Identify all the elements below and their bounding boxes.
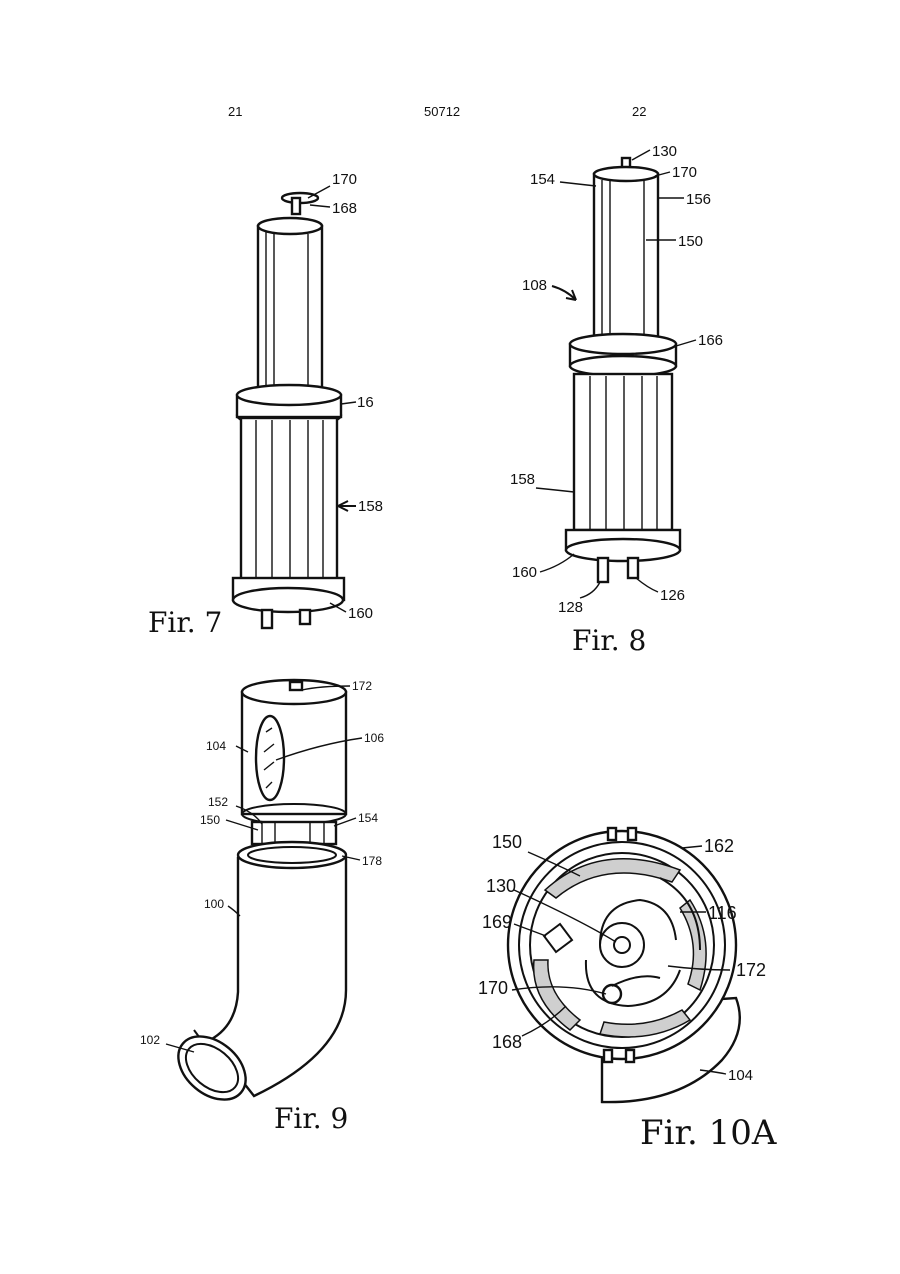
fig10a-label-150: 150 [492, 832, 522, 852]
fig8-label-160: 160 [512, 564, 537, 581]
fig7-label-170: 170 [332, 171, 357, 188]
fig9-label-100: 100 [204, 897, 224, 911]
fig8-caption: Fir. 8 [572, 624, 646, 657]
fig8-label-130: 130 [652, 143, 677, 160]
figure-10a-drawing [508, 828, 740, 1102]
fig9-caption: Fir. 9 [274, 1102, 348, 1135]
fig8-label-128: 128 [558, 599, 583, 616]
fig9-label-172: 172 [352, 679, 372, 693]
fig7-label-160: 160 [348, 605, 373, 622]
fig10a-label-116: 116 [708, 903, 737, 923]
fig10a-label-169: 169 [482, 912, 512, 932]
fig8-label-108: 108 [522, 277, 547, 294]
fig7-caption: Fir. 7 [148, 606, 222, 639]
fig9-label-102: 102 [140, 1033, 160, 1047]
fig8-label-166: 166 [698, 332, 723, 349]
fig9-label-106: 106 [364, 731, 384, 745]
fig9-label-152: 152 [208, 795, 228, 809]
figure-8-drawing [536, 150, 696, 598]
fig8-label-126: 126 [660, 587, 685, 604]
fig9-label-150: 150 [200, 813, 220, 827]
fig7-label-158: 158 [358, 498, 383, 515]
fig8-label-150: 150 [678, 233, 703, 250]
fig7-label-168: 168 [332, 200, 357, 217]
fig10a-label-168: 168 [492, 1032, 522, 1052]
fig7-label-16: 16 [357, 394, 374, 411]
fig10a-caption: Fir. 10A [640, 1113, 777, 1153]
fig10a-label-170: 170 [478, 978, 508, 998]
fig10a-label-104: 104 [728, 1067, 753, 1084]
fig8-label-154: 154 [530, 171, 555, 188]
figure-9-drawing [166, 680, 362, 1112]
fig9-label-178: 178 [362, 854, 382, 868]
fig10a-label-162: 162 [704, 836, 734, 856]
fig10a-label-130: 130 [486, 876, 516, 896]
fig9-label-154: 154 [358, 811, 378, 825]
figure-7-drawing [233, 186, 356, 628]
fig8-label-158: 158 [510, 471, 535, 488]
fig10a-label-172: 172 [736, 960, 766, 980]
fig9-label-104: 104 [206, 739, 226, 753]
fig8-label-156: 156 [686, 191, 711, 208]
fig8-label-170: 170 [672, 164, 697, 181]
